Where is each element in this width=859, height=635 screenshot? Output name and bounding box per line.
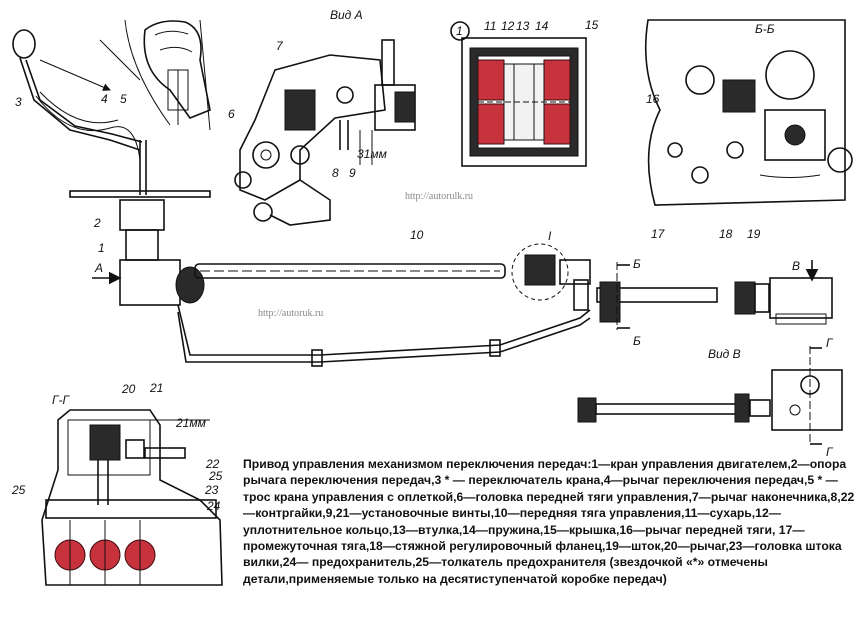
part-label-24: 24: [206, 499, 221, 513]
part-label-18: 18: [719, 227, 733, 241]
control-rods: [92, 243, 833, 367]
gear-lever-assembly: [12, 19, 211, 306]
part-label-21: 21: [149, 381, 163, 395]
part-label-12: 12: [501, 19, 515, 33]
part-label-2: 2: [93, 216, 101, 230]
part-label-6: 6: [228, 107, 235, 121]
watermark-2: http://autoruk.ru: [258, 308, 323, 319]
part-label-23: 23: [204, 483, 219, 497]
label-view-v: Вид В: [708, 347, 741, 361]
view-v-assembly: [577, 346, 843, 445]
part-label-25-left: 25: [11, 483, 26, 497]
label-section-g-bottom: Г: [826, 445, 834, 459]
part-label-20: 20: [121, 382, 136, 396]
label-section-g-top: Г: [826, 336, 834, 350]
label-section-b-bottom: Б: [633, 334, 641, 348]
part-label-17: 17: [651, 227, 666, 241]
part-label-7: 7: [276, 39, 284, 53]
part-label-4: 4: [101, 92, 108, 106]
figure-caption: Привод управления механизмом переключени…: [243, 457, 855, 586]
part-label-25-right: 25: [208, 469, 223, 483]
part-label-16: 16: [646, 92, 660, 106]
part-label-10: 10: [410, 228, 424, 242]
label-arrow-a: А: [94, 261, 103, 275]
part-label-1: 1: [98, 241, 105, 255]
label-detail-i: I: [548, 229, 552, 243]
label-view-a: Вид А: [330, 8, 363, 22]
section-gg: [41, 409, 223, 586]
label-view-bb: Б-Б: [755, 22, 775, 36]
label-arrow-v: В: [792, 259, 800, 273]
part-label-11: 11: [484, 19, 496, 33]
part-label-13: 13: [516, 19, 530, 33]
part-label-5: 5: [120, 92, 127, 106]
lever-top-detail: [143, 19, 211, 131]
watermark-1: http://autorulk.ru: [405, 191, 473, 202]
label-dim-21: 21мм: [175, 416, 206, 430]
detail-i-section: [450, 21, 587, 167]
part-label-3: 3: [15, 95, 22, 109]
label-view-gg: Г-Г: [52, 393, 71, 407]
label-dim-31: 31мм: [357, 147, 387, 161]
part-label-22: 22: [205, 457, 220, 471]
part-label-19: 19: [747, 227, 761, 241]
label-section-b-top: Б: [633, 257, 641, 271]
part-label-14: 14: [535, 19, 549, 33]
part-label-8: 8: [332, 166, 339, 180]
label-circle-1: 1: [456, 24, 463, 38]
section-bb: [644, 19, 853, 206]
part-label-9: 9: [349, 166, 356, 180]
view-a-assembly: [234, 39, 416, 226]
part-label-15: 15: [585, 18, 599, 32]
